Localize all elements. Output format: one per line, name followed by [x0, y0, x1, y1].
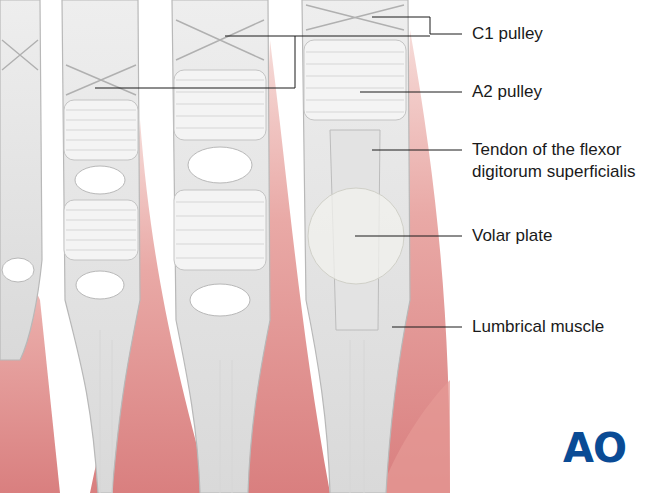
pulley [174, 70, 266, 140]
c1-pulley [66, 65, 136, 95]
sheath-window [2, 258, 34, 282]
logo: AO [563, 426, 653, 470]
leader-line [372, 17, 462, 34]
sheath-window [188, 147, 252, 183]
part-label: C1 pulley [472, 23, 652, 45]
c-pulley [2, 40, 38, 70]
sheath-window [75, 166, 125, 194]
leader-line [295, 36, 430, 37]
tendon-fibres [100, 330, 364, 493]
c1-pulley [176, 20, 264, 60]
part-label: Lumbrical muscle [472, 316, 657, 338]
leader-line [392, 327, 462, 328]
finger [0, 0, 42, 360]
leader-line [355, 236, 462, 237]
leader-line [95, 36, 295, 88]
part-label: A2 pulley [472, 81, 652, 103]
finger [302, 0, 410, 493]
finger [172, 0, 270, 493]
sheath-window [76, 271, 124, 299]
sheath-window [190, 284, 250, 316]
finger [62, 0, 140, 493]
part-label: Volar plate [472, 225, 652, 247]
leader-line [372, 150, 462, 151]
part-label: Tendon of the flexor digitorum superfici… [472, 139, 642, 183]
leader-line [360, 92, 462, 93]
